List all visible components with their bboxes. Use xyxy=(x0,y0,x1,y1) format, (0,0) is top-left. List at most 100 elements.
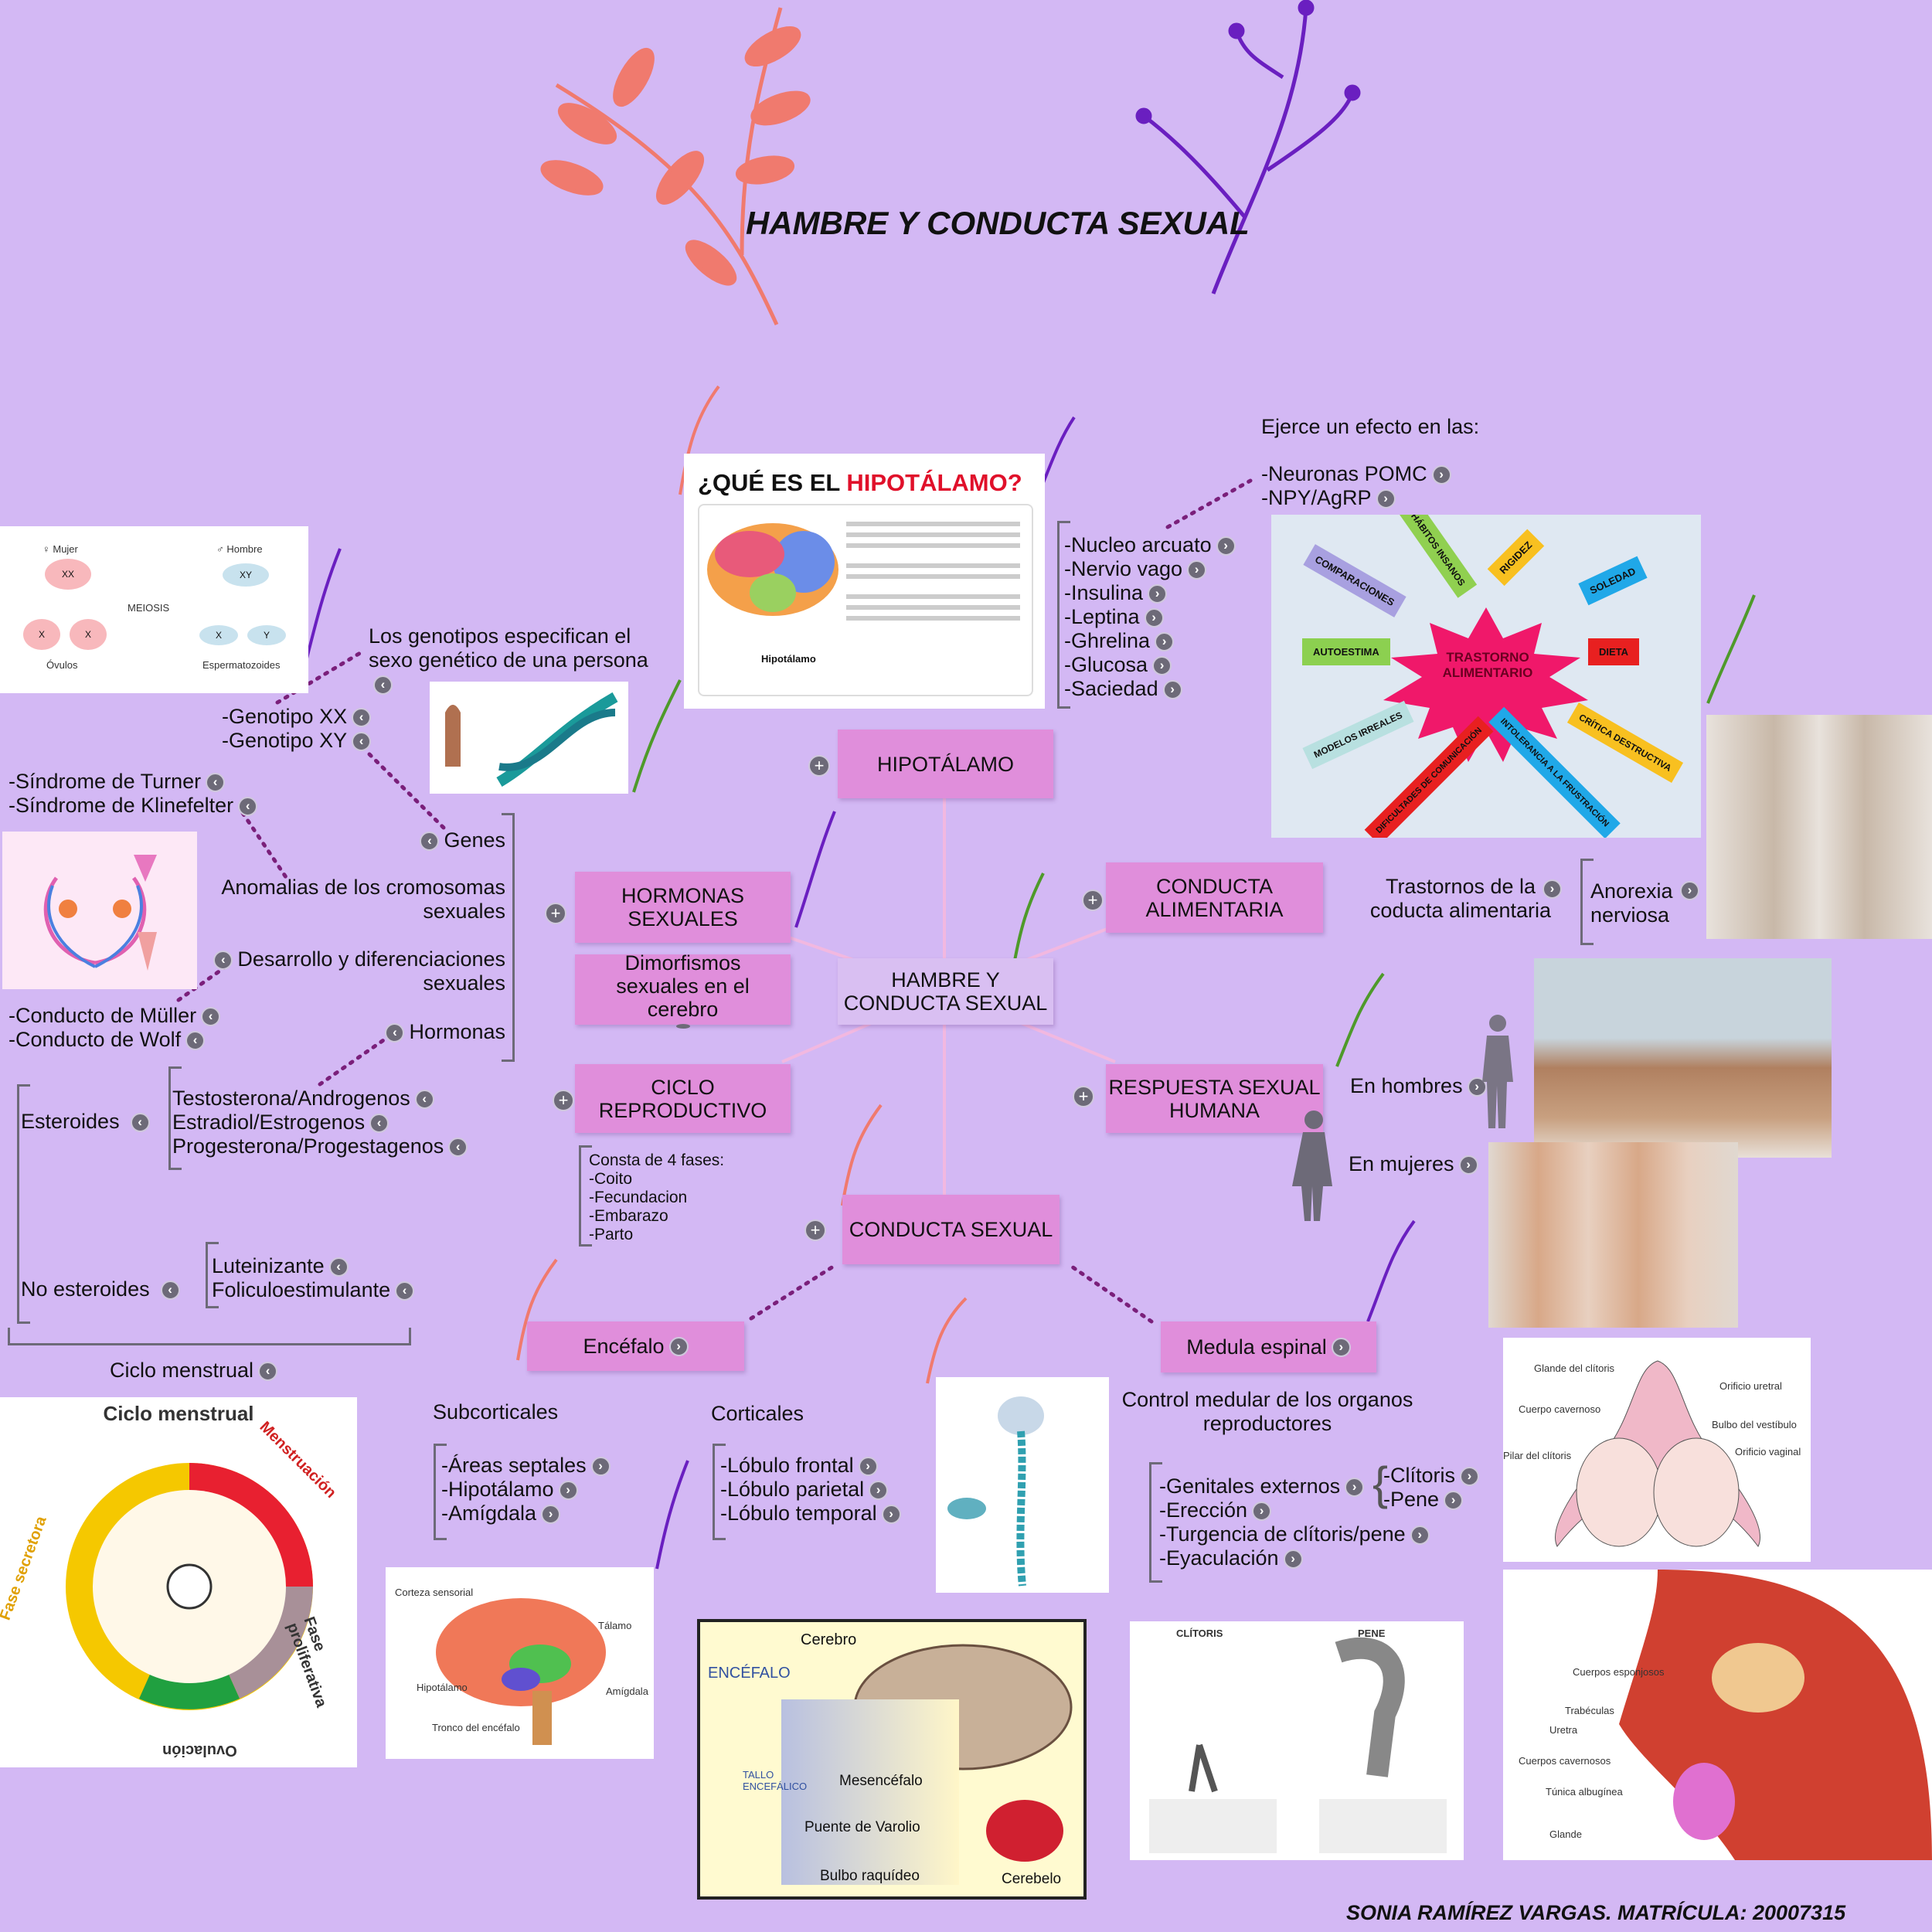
factores-list: -Nucleo arcuato›-Nervio vago›-Insulina›-… xyxy=(1064,533,1236,701)
chevron-right-icon[interactable]: › xyxy=(1444,1491,1464,1511)
trastornos-label: Trastornos de la coducta alimentaria xyxy=(1369,875,1552,922)
hormonas-label: Hormonas xyxy=(409,1020,505,1043)
chevron-left-icon[interactable]: ‹ xyxy=(414,1090,434,1110)
chevron-right-icon[interactable]: › xyxy=(1162,680,1182,700)
list-item-label: -Ghrelina xyxy=(1064,629,1151,652)
chevron-right-icon[interactable]: › xyxy=(1410,1526,1430,1546)
chevron-left-icon[interactable]: ‹ xyxy=(258,1362,278,1382)
chevron-left-icon[interactable]: ‹ xyxy=(238,797,258,817)
list-item: -Insulina› xyxy=(1064,581,1236,605)
node-medula-espinal[interactable]: Medula espinal› xyxy=(1161,1321,1376,1372)
center-node[interactable]: HAMBRE Y CONDUCTA SEXUAL xyxy=(838,958,1053,1025)
chevron-left-icon[interactable]: ‹ xyxy=(130,1113,150,1133)
chevron-left-icon[interactable]: ‹ xyxy=(206,773,226,793)
chevron-right-icon[interactable]: › xyxy=(1187,560,1207,580)
diagram-label: PENE xyxy=(1358,1628,1386,1639)
chevron-right-icon[interactable]: › xyxy=(1376,489,1396,509)
chevron-left-icon[interactable]: ‹ xyxy=(385,1023,405,1043)
node-conducta-alimentaria[interactable]: CONDUCTA ALIMENTARIA xyxy=(1106,862,1323,933)
chevron-right-icon[interactable]: › xyxy=(858,1457,878,1477)
chevron-right-icon[interactable]: › xyxy=(1467,1077,1487,1097)
chevron-right-icon[interactable]: › xyxy=(1144,608,1164,628)
esteroides-list: Testosterona/Androgenos‹Estradiol/Estrog… xyxy=(172,1087,468,1158)
chevron-left-icon[interactable]: ‹ xyxy=(395,1281,415,1301)
chevron-left-icon[interactable]: ‹ xyxy=(352,732,372,752)
expand-plus-button[interactable]: + xyxy=(553,1090,574,1111)
diagram-label: Amígdala xyxy=(606,1685,648,1697)
author-credit: SONIA RAMÍREZ VARGAS. MATRÍCULA: 2000731… xyxy=(1346,1901,1846,1924)
genitales-list: -Clítoris›-Pene› xyxy=(1383,1464,1479,1512)
list-item-label: -Lóbulo parietal xyxy=(720,1478,865,1501)
chevron-right-icon[interactable]: › xyxy=(558,1481,578,1501)
woman-silhouette-icon xyxy=(1292,1111,1332,1221)
chevron-left-icon[interactable]: ‹ xyxy=(448,1138,468,1158)
expand-plus-button[interactable]: + xyxy=(808,755,830,777)
chevron-right-icon[interactable]: › xyxy=(1152,656,1172,676)
diagram-label: Orificio uretral xyxy=(1719,1380,1782,1392)
trastorno-center-label: TRASTORNO ALIMENTARIO xyxy=(1442,650,1533,680)
node-hipotalamo[interactable]: HIPOTÁLAMO xyxy=(838,730,1053,798)
chevron-right-icon[interactable]: › xyxy=(1458,1155,1478,1175)
y-cell: Y xyxy=(247,625,286,645)
node-respuesta-sexual[interactable]: RESPUESTA SEXUAL HUMANA xyxy=(1106,1064,1323,1133)
diagram-label: Cerebelo xyxy=(1002,1871,1062,1887)
expand-plus-button[interactable]: + xyxy=(1073,1086,1094,1107)
chevron-right-icon[interactable]: › xyxy=(1216,536,1236,556)
infographic-title: ¿QUÉ ES EL xyxy=(698,469,847,496)
dotted-links xyxy=(176,478,1253,1324)
chevron-right-icon[interactable]: › xyxy=(668,1336,689,1356)
list-item-label: -Genitales externos xyxy=(1159,1475,1341,1498)
page-title: HAMBRE Y CONDUCTA SEXUAL xyxy=(746,205,1250,241)
chevron-left-icon[interactable]: ‹ xyxy=(369,1114,389,1134)
list-item: -Lóbulo frontal› xyxy=(720,1454,901,1478)
node-hormonas-sexuales[interactable]: HORMONAS SEXUALES xyxy=(575,872,791,943)
chevron-right-icon[interactable]: › xyxy=(1155,632,1175,652)
expand-plus-button[interactable]: + xyxy=(545,903,566,924)
chevron-right-icon[interactable]: › xyxy=(1252,1502,1272,1522)
node-conducta-sexual[interactable]: CONDUCTA SEXUAL xyxy=(842,1195,1060,1264)
list-item: -Conducto de Müller‹ xyxy=(9,1004,221,1028)
chevron-left-icon[interactable]: ‹ xyxy=(352,708,372,728)
node-ciclo-reproductivo[interactable]: CICLO REPRODUCTIVO xyxy=(575,1064,791,1133)
chevron-right-icon[interactable]: › xyxy=(1331,1337,1351,1357)
chevron-right-icon[interactable]: › xyxy=(1680,881,1699,900)
expand-plus-button[interactable]: + xyxy=(804,1219,826,1241)
xy-cell: XY xyxy=(223,563,269,587)
expand-plus-button[interactable]: + xyxy=(1082,889,1104,911)
node-encefalo[interactable]: Encéfalo› xyxy=(527,1321,744,1371)
chevron-right-icon[interactable]: › xyxy=(541,1505,561,1525)
chevron-right-icon[interactable]: › xyxy=(1148,584,1168,604)
chevron-right-icon[interactable]: › xyxy=(1283,1549,1303,1570)
subcorticales-heading: Subcorticales xyxy=(433,1400,559,1423)
chevron-right-icon[interactable]: › xyxy=(1431,465,1451,485)
chevron-left-icon[interactable]: ‹ xyxy=(420,832,440,852)
control-medular-text: Control medular de los organos reproduct… xyxy=(1121,1388,1413,1435)
diagram-label: Mesencéfalo xyxy=(839,1773,923,1789)
list-item: -Áreas septales› xyxy=(441,1454,611,1478)
diagram-label: Bulbo raquídeo xyxy=(820,1868,920,1884)
chevron-left-icon[interactable]: ‹ xyxy=(328,1257,349,1277)
list-item: Estradiol/Estrogenos‹ xyxy=(172,1111,468,1134)
anorexia-label: Anorexia nerviosa xyxy=(1590,879,1673,927)
chevron-right-icon[interactable]: › xyxy=(869,1481,889,1501)
chevron-left-icon[interactable]: ‹ xyxy=(185,1031,206,1051)
chevron-right-icon[interactable]: › xyxy=(1543,879,1562,899)
men-photo xyxy=(1534,958,1832,1158)
chevron-left-icon[interactable]: ‹ xyxy=(373,675,393,696)
genes-item: ‹Genes xyxy=(420,828,505,852)
list-item: -Erección› xyxy=(1159,1498,1430,1522)
xx-cell: XX xyxy=(45,559,91,590)
chevron-left-icon[interactable]: ‹ xyxy=(201,1007,221,1027)
list-item-label: -Nucleo arcuato xyxy=(1064,533,1212,556)
anorexia-bracket xyxy=(1580,859,1594,945)
chevron-left-icon[interactable]: ‹ xyxy=(160,1281,180,1301)
list-item-label: -Lóbulo frontal xyxy=(720,1454,854,1477)
chevron-right-icon[interactable]: › xyxy=(881,1505,901,1525)
node-dimorfismos[interactable]: Dimorfismos sexuales en el cerebro xyxy=(575,951,791,1029)
chevron-right-icon[interactable]: › xyxy=(1345,1478,1365,1498)
list-item-label: -Hipotálamo xyxy=(441,1478,554,1501)
chevron-right-icon[interactable]: › xyxy=(1460,1467,1479,1487)
chevron-left-icon[interactable]: ‹ xyxy=(213,951,233,971)
list-item: -Neuronas POMC› xyxy=(1261,462,1451,486)
chevron-right-icon[interactable]: › xyxy=(590,1457,611,1477)
